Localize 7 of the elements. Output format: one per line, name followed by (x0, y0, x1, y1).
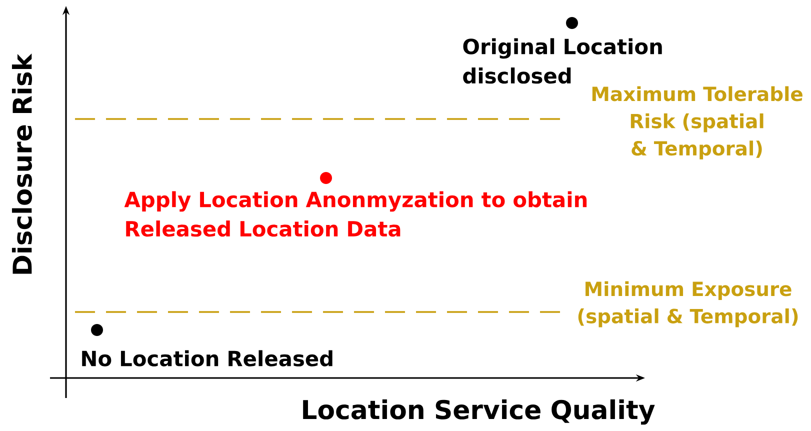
axis-title: Disclosure Risk (12, 53, 32, 274)
axis-title: Location Service Quality (303, 399, 655, 425)
point-label: No Location Released (82, 350, 332, 366)
threshold-label: Minimum Exposure (spatial & Temporal) (578, 281, 798, 328)
threshold-label: Maximum Tolerable Risk (spatial & Temporal) (592, 86, 802, 160)
point-label: Original Location disclosed (463, 38, 662, 84)
point-label: Apply Location Anonmyzation to obtain Released Location Data (124, 191, 587, 237)
